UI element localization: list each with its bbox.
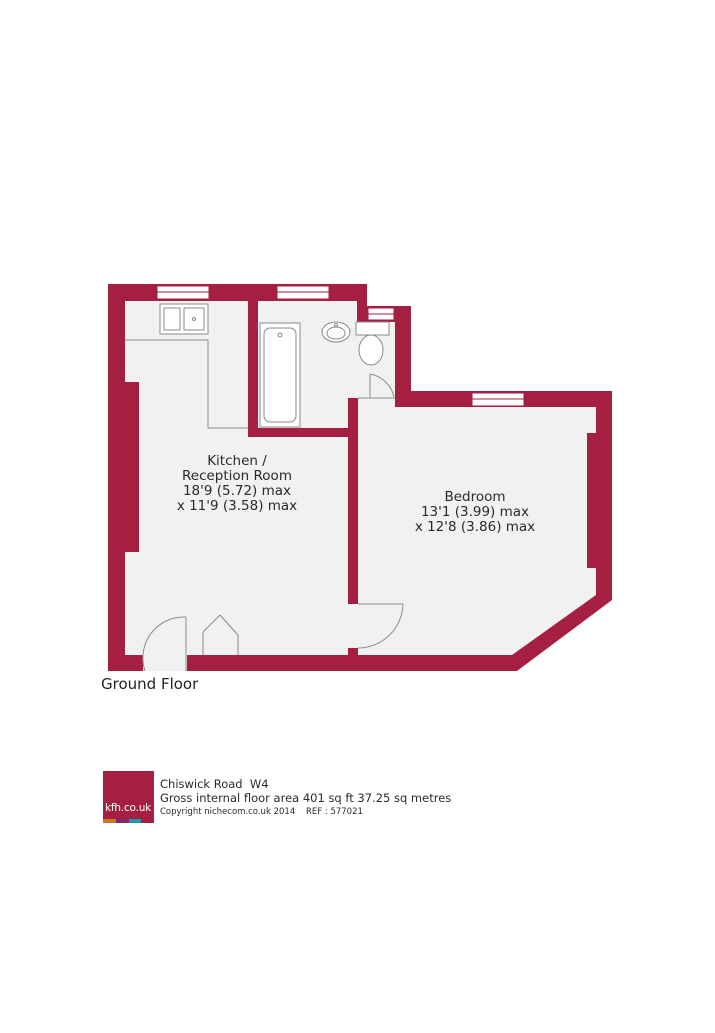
toilet-icon bbox=[355, 321, 390, 366]
room-dimension: 18'9 (5.72) max bbox=[182, 483, 292, 499]
copyright-ref: Copyright nichecom.co.uk 2014 REF : 5770… bbox=[160, 807, 363, 817]
room-dimension: x 11'9 (3.58) max bbox=[176, 498, 298, 514]
bedroom-label: Bedroom 13'1 (3.99) max x 12'8 (3.86) ma… bbox=[405, 490, 545, 535]
basin-icon bbox=[321, 321, 351, 343]
logo-stripes bbox=[103, 819, 154, 823]
logo-stripe bbox=[128, 819, 142, 823]
door-swing-icon bbox=[142, 373, 404, 672]
floor-label: Ground Floor bbox=[101, 675, 199, 693]
kitchen-reception-label: Kitchen / Reception Room 18'9 (5.72) max… bbox=[167, 454, 307, 514]
kitchen-counter bbox=[125, 339, 248, 429]
window-icon bbox=[156, 285, 525, 407]
wall-pilaster bbox=[125, 382, 139, 552]
kitchen-reception-floor bbox=[125, 301, 348, 655]
bedroom-floor bbox=[358, 407, 596, 655]
floor-area: Gross internal floor area 401 sq ft 37.2… bbox=[160, 791, 452, 805]
sink-icon bbox=[159, 303, 209, 335]
property-info: Chiswick Road W4 Gross internal floor ar… bbox=[160, 777, 451, 819]
property-address: Chiswick Road W4 bbox=[160, 777, 269, 791]
kfh-logo: kfh.co.uk bbox=[103, 771, 154, 823]
wall-pilaster bbox=[587, 433, 596, 568]
footer: kfh.co.uk Chiswick Road W4 Gross interna… bbox=[103, 771, 523, 823]
room-name: Kitchen / bbox=[207, 453, 267, 469]
logo-stripe bbox=[141, 819, 154, 823]
logo-stripe bbox=[115, 819, 129, 823]
bathtub-icon bbox=[259, 322, 301, 428]
bedroom-doorway bbox=[348, 604, 358, 648]
room-dimension: 13'1 (3.99) max bbox=[420, 504, 530, 520]
logo-stripe bbox=[103, 819, 116, 823]
room-name: Bedroom bbox=[444, 489, 506, 505]
room-name: Reception Room bbox=[182, 468, 292, 484]
partition-wall bbox=[348, 398, 358, 655]
room-dimension: x 12'8 (3.86) max bbox=[414, 519, 536, 535]
logo-text: kfh.co.uk bbox=[105, 802, 152, 814]
